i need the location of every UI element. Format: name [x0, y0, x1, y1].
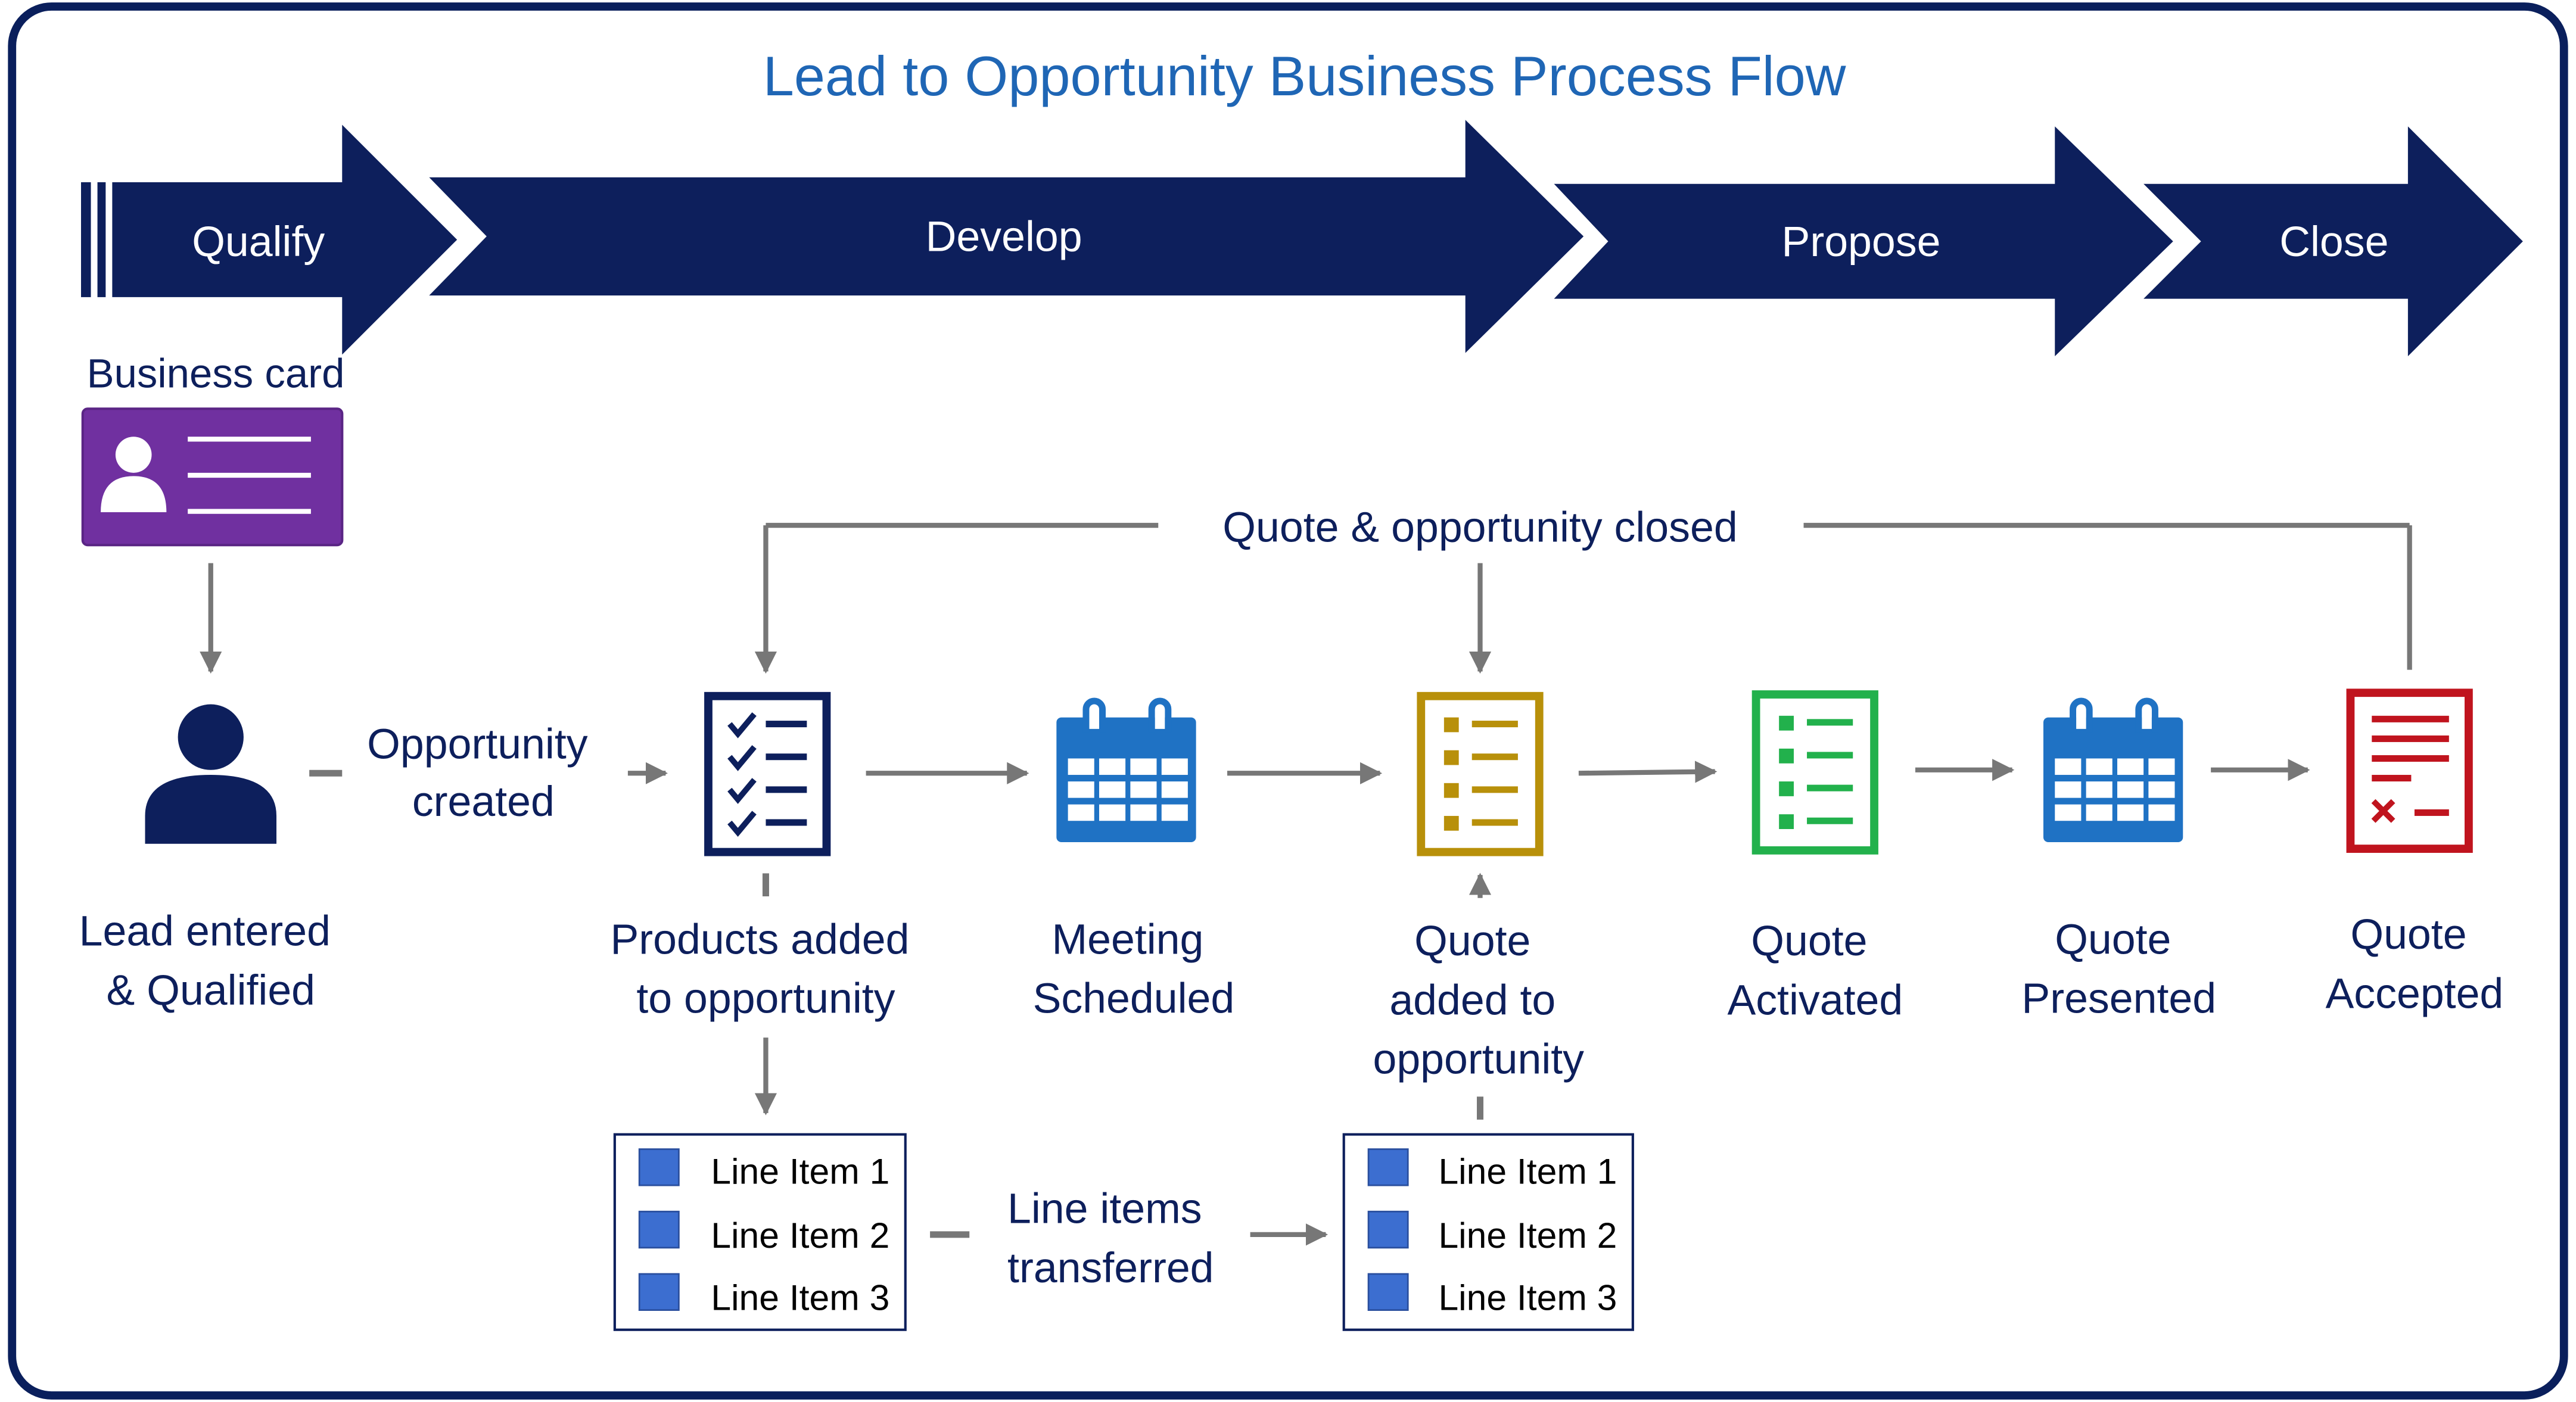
- step-label-quote-activated: Quote Activated: [1727, 917, 1903, 1024]
- line-item-label: Line Item 2: [1438, 1215, 1617, 1255]
- diagram-title: Lead to Opportunity Business Process Flo…: [763, 45, 1846, 107]
- line-item-label: Line Item 1: [711, 1151, 889, 1191]
- gold-list-icon: [1417, 691, 1544, 856]
- line-item-label: Line Item 1: [1438, 1151, 1617, 1191]
- edge-label-line-items-transferred: Line items transferred: [1007, 1185, 1214, 1292]
- step-label-quote-presented: Quote Presented: [2021, 915, 2216, 1022]
- stage-arrow-propose: [1554, 126, 2173, 357]
- line-item-label: Line Item 2: [711, 1215, 889, 1255]
- step-label-meeting: Meeting Scheduled: [1033, 915, 1235, 1022]
- calendar-icon: [2043, 697, 2183, 843]
- business-card-label: Business card: [87, 351, 345, 397]
- arrow-quote-added-to-activated: [1578, 761, 1718, 783]
- loop-label-quote-opportunity-closed: Quote & opportunity closed: [1222, 504, 1737, 552]
- line-item-bullet: [638, 1210, 680, 1249]
- rejected-document-icon: [2346, 688, 2473, 853]
- step-label-products: Products added to opportunity: [611, 915, 922, 1022]
- stage-start-stripe: [97, 182, 106, 297]
- step-label-quote-accepted: Quote Accepted: [2326, 911, 2504, 1017]
- stage-arrow-develop: [429, 120, 1584, 353]
- line-items-box-right: Line Item 1 Line Item 2 Line Item 3: [1342, 1133, 1634, 1331]
- stage-arrow-qualify: [112, 124, 458, 355]
- stage-start-stripe: [81, 182, 91, 297]
- stage-label-propose: Propose: [1782, 218, 1941, 266]
- line-item-label: Line Item 3: [711, 1278, 889, 1318]
- step-label-quote-added: Quote added to opportunity: [1373, 917, 1584, 1083]
- line-item-bullet: [1367, 1210, 1409, 1249]
- stage-arrow-close: [2143, 126, 2523, 357]
- line-item-bullet: [1367, 1148, 1409, 1186]
- calendar-icon: [1056, 697, 1196, 843]
- edge-label-opportunity-created: Opportunity created: [367, 720, 599, 825]
- line-item-bullet: [1367, 1273, 1409, 1311]
- line-item-bullet: [638, 1273, 680, 1311]
- stage-label-close: Close: [2279, 218, 2388, 266]
- loop-back-connector: [754, 522, 2412, 674]
- line-item-bullet: [638, 1148, 680, 1186]
- line-items-box-left: Line Item 1 Line Item 2 Line Item 3: [613, 1133, 907, 1331]
- person-icon: [145, 704, 277, 844]
- diagram-frame: [8, 2, 2568, 1400]
- business-card-icon: [81, 407, 344, 547]
- green-list-icon: [1751, 690, 1878, 855]
- step-label-lead: Lead entered & Qualified: [79, 908, 343, 1014]
- line-item-label: Line Item 3: [1438, 1278, 1617, 1318]
- stage-banner: Qualify Develop Propose Close: [81, 120, 2523, 357]
- stage-label-qualify: Qualify: [192, 218, 325, 266]
- checklist-icon: [704, 691, 831, 856]
- stage-label-develop: Develop: [926, 213, 1082, 261]
